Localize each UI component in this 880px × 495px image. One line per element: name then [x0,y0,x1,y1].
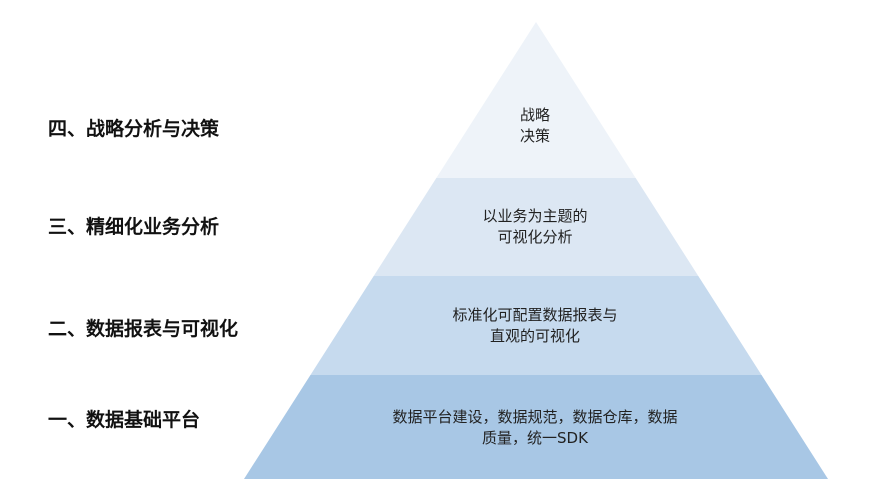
level-desc-2: 标准化可配置数据报表与 直观的可视化 [335,305,735,347]
desc-line: 以业务为主题的 [482,207,588,225]
level-label-3: 三、精细化业务分析 [48,216,220,238]
desc-line: 标准化可配置数据报表与 [452,306,618,324]
desc-line: 战略 [519,106,550,124]
desc-line: 质量，统一SDK [482,429,588,447]
pyramid-layer-strategy [436,22,636,178]
pyramid-layer-business-analysis [373,178,699,276]
pyramid-layer-data-platform [244,375,828,479]
level-label-2: 二、数据报表与可视化 [48,318,239,340]
level-desc-4: 战略 决策 [335,105,735,147]
level-label-1: 一、数据基础平台 [48,409,201,431]
level-desc-1: 数据平台建设，数据规范，数据仓库，数据 质量，统一SDK [335,407,735,449]
level-desc-3: 以业务为主题的 可视化分析 [335,206,735,248]
desc-line: 可视化分析 [497,228,573,246]
desc-line: 直观的可视化 [489,327,580,345]
level-label-4: 四、战略分析与决策 [48,118,220,140]
desc-line: 数据平台建设，数据规范，数据仓库，数据 [392,408,678,426]
pyramid-layer-reports [310,276,762,375]
desc-line: 决策 [519,127,550,145]
